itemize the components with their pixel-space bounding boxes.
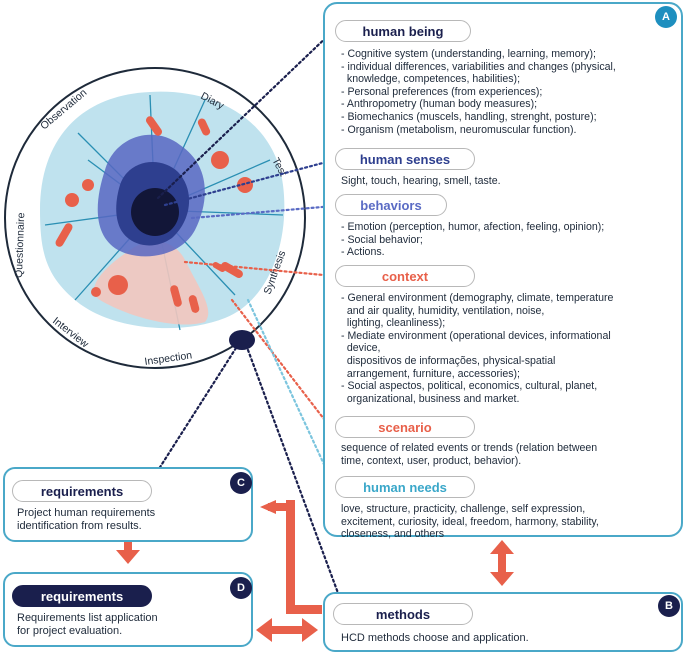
coral-spots bbox=[55, 116, 253, 313]
list-item: knowledge, competences, habilities); bbox=[341, 73, 521, 86]
pill-context: context bbox=[335, 265, 475, 287]
list-item: Sight, touch, hearing, smell, taste. bbox=[341, 175, 501, 187]
badge-a: A bbox=[655, 6, 677, 28]
list-item: dispositivos de informações, physical-sp… bbox=[341, 354, 556, 367]
list-item: - Personal preferences (from experiences… bbox=[341, 85, 543, 98]
text-line: Requirements list application bbox=[17, 612, 158, 624]
lens-oval bbox=[229, 330, 255, 350]
badge-d: D bbox=[230, 577, 252, 599]
badge-c: C bbox=[230, 472, 252, 494]
pill-methods: methods bbox=[333, 603, 473, 625]
context-title: context bbox=[381, 268, 429, 284]
list-item: time, context, user, product, behavior). bbox=[341, 454, 522, 467]
context-list: - General environment (demography, clima… bbox=[341, 292, 676, 405]
list-item: love, structure, practicity, challenge, … bbox=[341, 503, 586, 515]
human-core bbox=[131, 188, 179, 236]
requirements-d-title: requirements bbox=[40, 588, 124, 604]
list-item: and air quality, humidity, ventilation, … bbox=[341, 304, 545, 317]
list-item: excitement, curiosity, ideal, freedom, h… bbox=[341, 515, 599, 528]
human-being-list: - Cognitive system (understanding, learn… bbox=[341, 48, 671, 136]
methods-title: methods bbox=[375, 606, 431, 622]
pill-requirements-d: requirements bbox=[12, 585, 152, 607]
list-item: closeness, and others bbox=[341, 528, 445, 541]
pill-behaviors: behaviors bbox=[335, 194, 447, 216]
list-item: arrangement, furniture, accessories); bbox=[341, 367, 520, 380]
connectors bbox=[146, 28, 340, 595]
list-item: - Emotion (perception, humor, afection, … bbox=[341, 221, 605, 233]
list-item: - Actions. bbox=[341, 246, 385, 259]
behaviors-list: - Emotion (perception, humor, afection, … bbox=[341, 221, 671, 259]
human-senses-list: Sight, touch, hearing, smell, taste. bbox=[341, 175, 671, 188]
list-item: lighting, cleanliness); bbox=[341, 317, 446, 330]
list-item: - Biomechanics (muscels, handling, stren… bbox=[341, 110, 597, 123]
pill-scenario: scenario bbox=[335, 416, 475, 438]
human-needs-title: human needs bbox=[363, 479, 447, 495]
box-c bbox=[3, 467, 253, 542]
human-being-title: human being bbox=[362, 23, 444, 39]
scenario-list: sequence of related events or trends (re… bbox=[341, 442, 676, 467]
requirements-c-text: Project human requirements identificatio… bbox=[17, 507, 247, 532]
pill-human-senses: human senses bbox=[335, 148, 475, 170]
list-item: - Mediate environment (operational devic… bbox=[341, 329, 611, 342]
list-item: - Cognitive system (understanding, learn… bbox=[341, 48, 596, 60]
behaviors-title: behaviors bbox=[360, 197, 422, 213]
list-item: - General environment (demography, clima… bbox=[341, 292, 614, 304]
methods-text: HCD methods choose and application. bbox=[341, 632, 529, 644]
text-line: identification from results. bbox=[17, 519, 142, 532]
pill-human-needs: human needs bbox=[335, 476, 475, 498]
list-item: sequence of related events or trends (re… bbox=[341, 442, 598, 454]
flow-arrows bbox=[116, 500, 514, 642]
list-item: - Anthropometry (human body measures); bbox=[341, 98, 538, 111]
list-item: organizational, business and market. bbox=[341, 392, 520, 405]
requirements-c-title: requirements bbox=[40, 483, 124, 499]
pill-human-being: human being bbox=[335, 20, 471, 42]
label-questionnaire: Questionnaire bbox=[13, 212, 27, 278]
human-senses-title: human senses bbox=[359, 151, 451, 167]
list-item: - Social behavior; bbox=[341, 233, 423, 246]
list-item: - Social aspectos, political, economics,… bbox=[341, 380, 598, 393]
pill-requirements-c: requirements bbox=[12, 480, 152, 502]
list-item: device, bbox=[341, 342, 381, 355]
human-needs-list: love, structure, practicity, challenge, … bbox=[341, 503, 676, 541]
box-d bbox=[3, 572, 253, 647]
requirements-d-text: Requirements list application for projec… bbox=[17, 612, 247, 637]
scenario-title: scenario bbox=[378, 419, 432, 435]
text-line: Project human requirements bbox=[17, 507, 156, 519]
list-item: - individual differences, variabilities … bbox=[341, 60, 616, 73]
list-item: - Organism (metabolism, neuromuscular fu… bbox=[341, 123, 577, 136]
text-line: for project evaluation. bbox=[17, 624, 123, 637]
badge-b: B bbox=[658, 595, 680, 617]
